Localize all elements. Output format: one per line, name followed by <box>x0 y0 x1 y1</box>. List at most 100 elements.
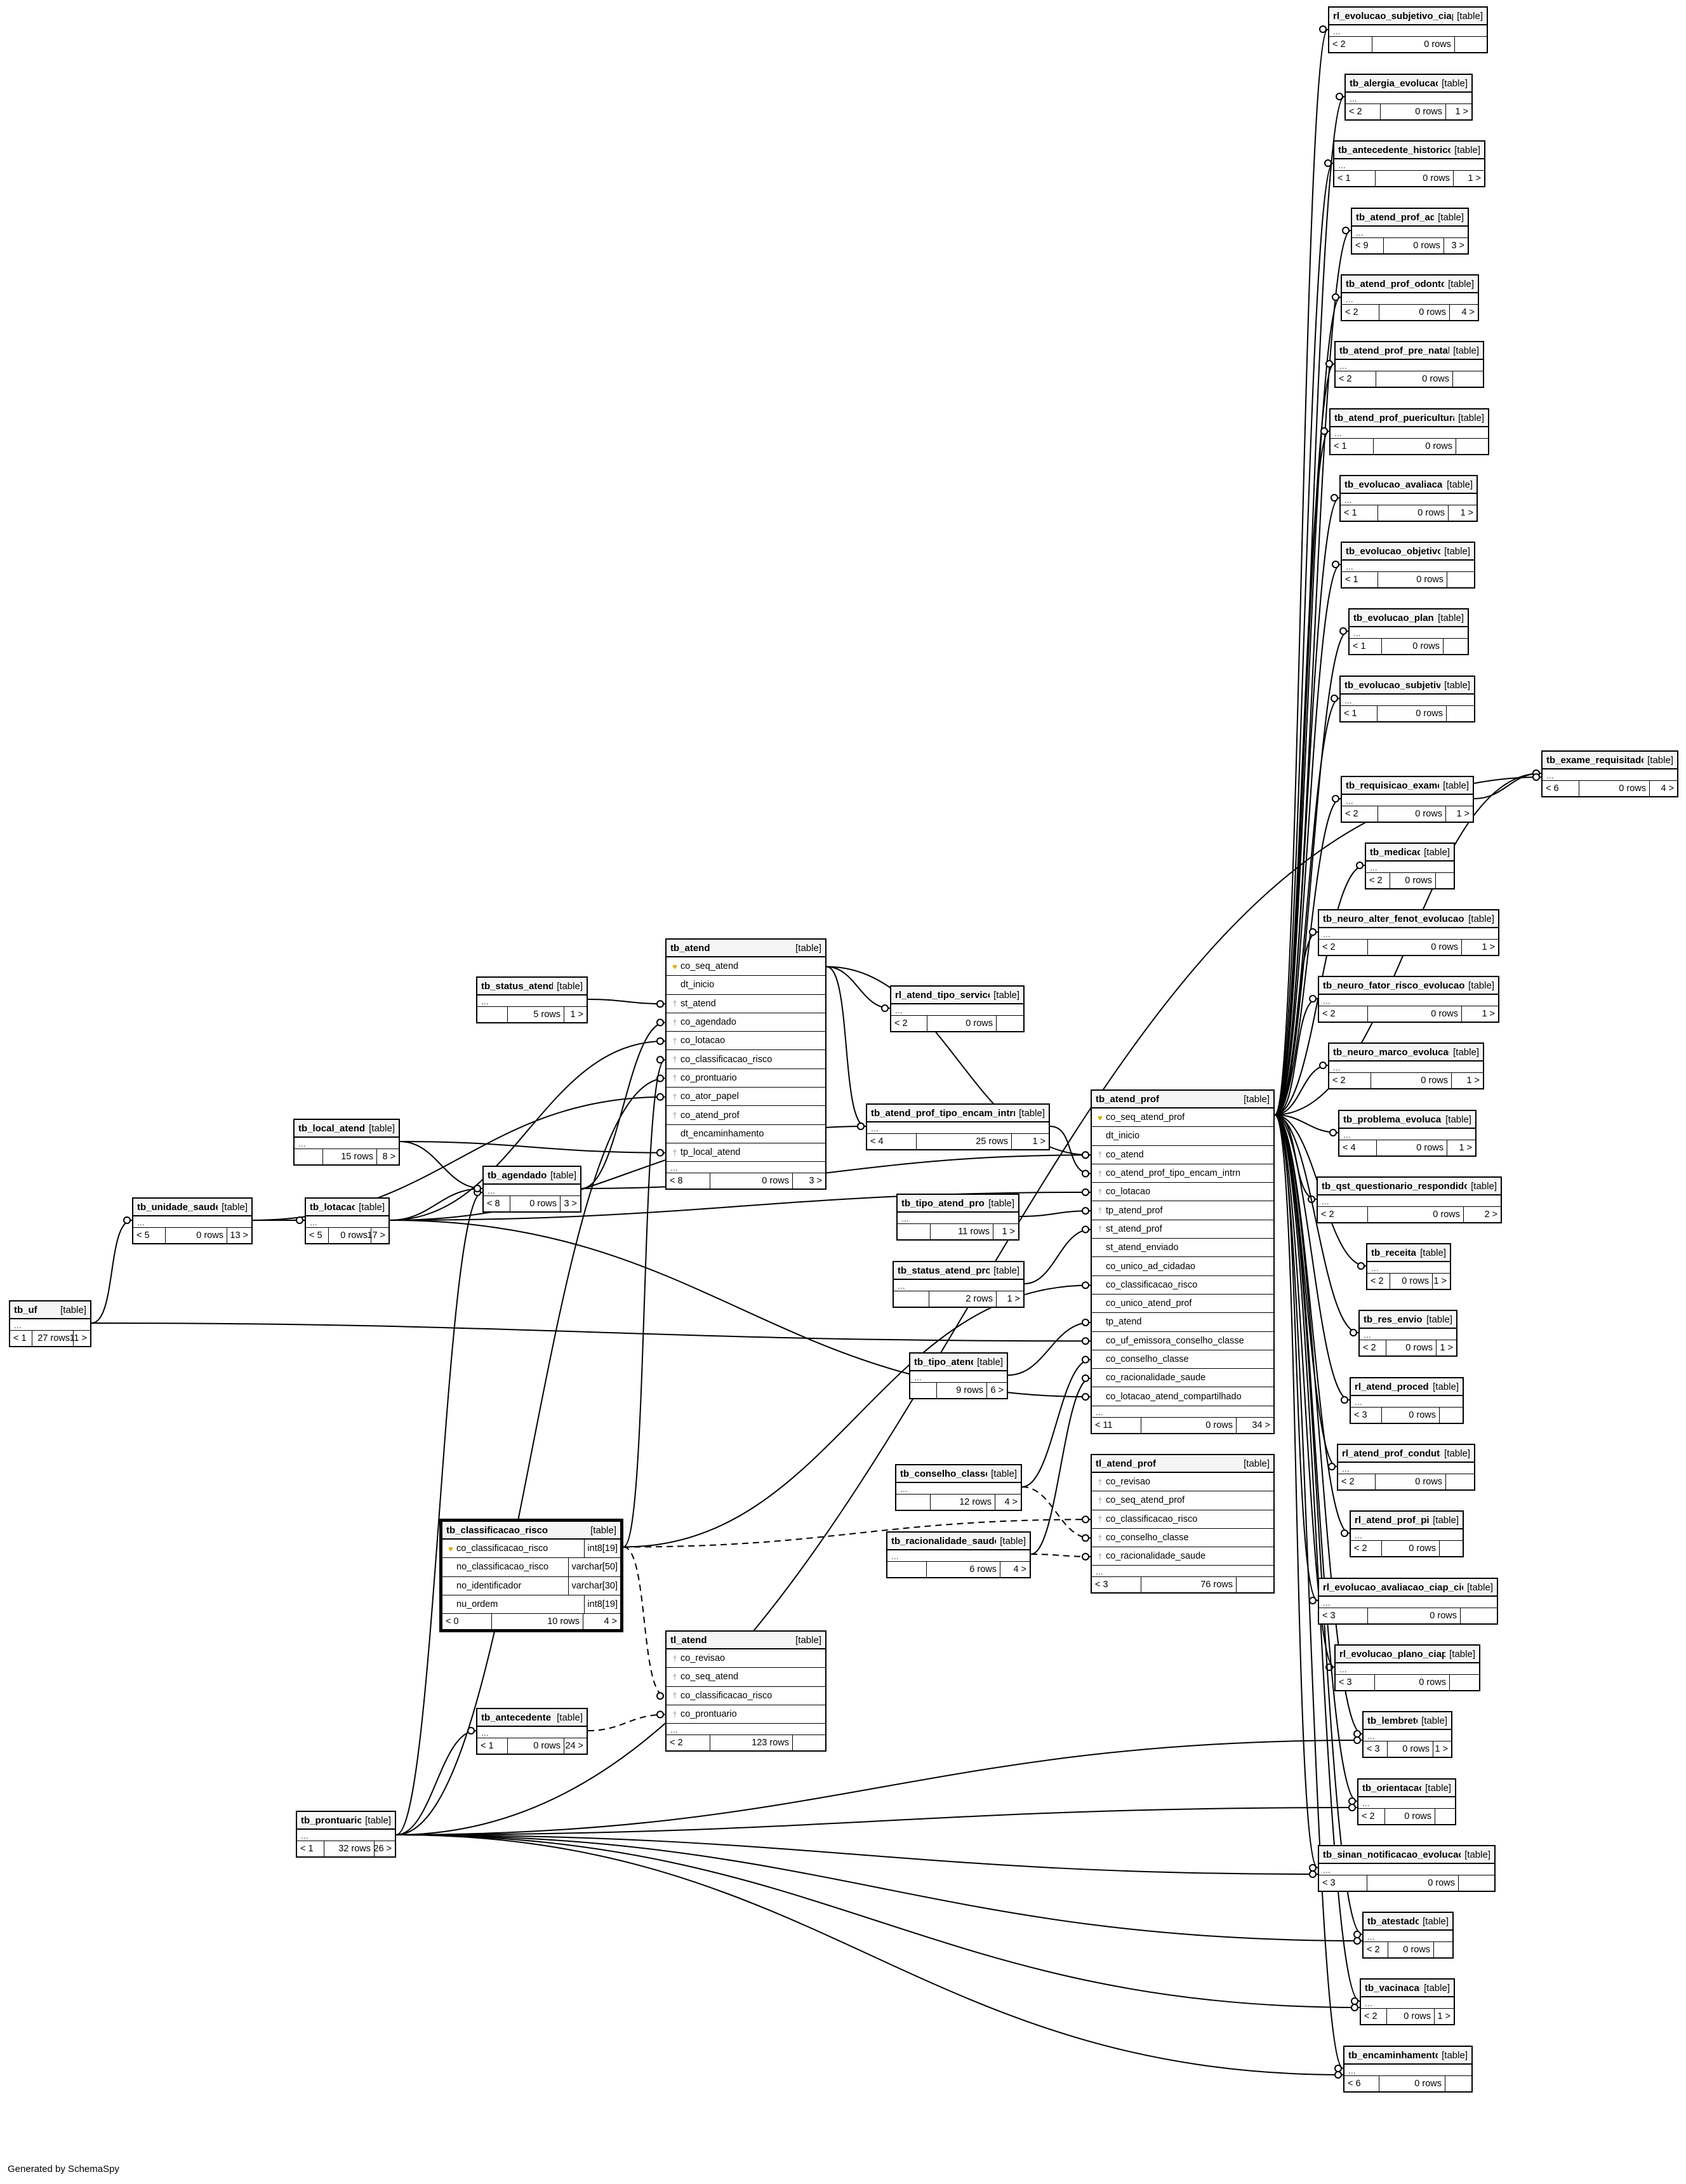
column-row[interactable]: co_conselho_classe <box>1092 1350 1273 1369</box>
children-count[interactable] <box>1461 1608 1497 1623</box>
parents-count[interactable]: < 2 <box>1318 1207 1368 1222</box>
parents-count[interactable]: < 2 <box>891 1016 927 1031</box>
column-row[interactable]: co_lotacao_atend_compartilhado <box>1092 1387 1273 1406</box>
children-count[interactable] <box>1434 1942 1452 1957</box>
table-name[interactable]: rl_atend_prof_conduta <box>1342 1448 1441 1459</box>
table-header[interactable]: tb_problema_evolucao[table] <box>1339 1111 1475 1129</box>
table-name[interactable]: tb_tipo_atend <box>914 1356 974 1368</box>
column-row[interactable]: †co_atend_prof <box>667 1106 825 1125</box>
column-row[interactable]: †co_seq_atend <box>667 1668 825 1687</box>
children-count[interactable]: 4 > <box>1661 783 1674 794</box>
column-row[interactable]: co_classificacao_risco <box>1092 1276 1273 1295</box>
table-name[interactable]: tb_atend_prof_pre_natal <box>1339 345 1450 356</box>
table-header[interactable]: tb_atend_prof_pre_natal[table] <box>1336 342 1483 360</box>
children-count[interactable] <box>1436 873 1454 888</box>
column-row[interactable]: †co_lotacao <box>1092 1183 1273 1202</box>
children-count[interactable]: 3 > <box>564 1199 577 1209</box>
table-name[interactable]: tb_racionalidade_saude <box>891 1535 997 1547</box>
table-header[interactable]: rl_atend_prof_pic[table] <box>1351 1512 1463 1529</box>
column-row[interactable]: †co_seq_atend_prof <box>1092 1491 1273 1510</box>
table-name[interactable]: tb_conselho_classe <box>900 1468 988 1479</box>
children-count[interactable]: 8 > <box>382 1152 395 1162</box>
table-header[interactable]: tb_unidade_saude[table] <box>133 1199 251 1216</box>
children-count[interactable] <box>1447 706 1474 721</box>
parents-count[interactable]: < 1 <box>10 1331 32 1346</box>
table-name[interactable]: tl_atend <box>670 1634 707 1646</box>
table-name[interactable]: rl_evolucao_avaliacao_ciap_cid <box>1323 1581 1464 1593</box>
parents-count[interactable]: < 5 <box>133 1228 166 1243</box>
parents-count[interactable]: < 2 <box>1329 1073 1371 1088</box>
table-header[interactable]: tb_alergia_evolucao[table] <box>1346 75 1471 93</box>
column-row[interactable]: †co_classificacao_risco <box>667 1050 825 1069</box>
parents-count[interactable]: < 2 <box>1367 1274 1390 1289</box>
table-header[interactable]: tb_neuro_alter_fenot_evolucao[table] <box>1319 910 1498 928</box>
parents-count[interactable]: < 2 <box>1342 806 1378 822</box>
table-header[interactable]: tb_antecedente_historico[table] <box>1334 142 1484 159</box>
table-header[interactable]: tb_exame_requisitado[table] <box>1543 752 1677 769</box>
table-tb-neuro-fator-risco-evolucao[interactable]: tb_neuro_fator_risco_evolucao[table]...<… <box>1318 976 1499 1023</box>
parents-count[interactable]: < 2 <box>1319 940 1368 955</box>
parents-count[interactable]: < 2 <box>1361 2009 1387 2024</box>
column-row[interactable]: †tp_local_atend <box>667 1143 825 1162</box>
children-count[interactable] <box>1237 1577 1273 1592</box>
children-count[interactable]: 6 > <box>990 1385 1004 1395</box>
table-name[interactable]: tb_lotacao <box>310 1201 355 1213</box>
parents-count[interactable]: < 4 <box>867 1134 917 1149</box>
table-header[interactable]: tl_atend_prof[table] <box>1092 1455 1273 1473</box>
parents-count[interactable]: < 9 <box>1352 238 1384 253</box>
children-count[interactable]: 17 > <box>367 1230 385 1241</box>
table-name[interactable]: tb_problema_evolucao <box>1343 1114 1442 1125</box>
children-count[interactable]: 1 > <box>1466 1075 1480 1086</box>
table-name[interactable]: tb_orientacao <box>1362 1782 1422 1794</box>
children-count[interactable]: 2 > <box>1484 1209 1497 1220</box>
table-name[interactable]: rl_evolucao_subjetivo_ciap <box>1333 10 1454 22</box>
parents-count[interactable]: < 3 <box>1364 1741 1388 1757</box>
table-name[interactable]: tb_tipo_atend_prof <box>901 1197 985 1209</box>
parents-count[interactable] <box>887 1562 927 1577</box>
table-header[interactable]: tb_medicao[table] <box>1366 844 1454 862</box>
table-name[interactable]: tb_atend <box>670 942 710 954</box>
table-header[interactable]: tb_neuro_fator_risco_evolucao[table] <box>1319 977 1498 995</box>
children-count[interactable] <box>1444 639 1468 654</box>
table-name[interactable]: tb_neuro_marco_evolucao <box>1333 1046 1450 1058</box>
column-row[interactable]: †st_atend <box>667 995 825 1013</box>
table-name[interactable]: tb_receita <box>1371 1247 1416 1258</box>
parents-count[interactable]: < 2 <box>1351 1541 1382 1556</box>
parents-count[interactable]: < 6 <box>1543 781 1579 796</box>
table-header[interactable]: tb_atend_prof_odonto[table] <box>1342 276 1478 293</box>
column-row[interactable]: †co_racionalidade_saude <box>1092 1547 1273 1566</box>
table-name[interactable]: tb_atend_prof_puericultura <box>1334 412 1455 423</box>
parents-count[interactable]: < 2 <box>1360 1340 1386 1355</box>
table-name[interactable]: tb_uf <box>14 1304 37 1315</box>
table-header[interactable]: tb_lotacao[table] <box>306 1199 388 1216</box>
column-row[interactable]: co_racionalidade_saude <box>1092 1369 1273 1388</box>
parents-count[interactable]: < 0 <box>442 1614 492 1630</box>
parents-count[interactable] <box>295 1149 323 1164</box>
parents-count[interactable]: < 8 <box>484 1196 510 1211</box>
table-header[interactable]: tb_vacinacao[table] <box>1361 1980 1454 1997</box>
children-count[interactable]: 1 > <box>1440 1343 1453 1353</box>
parents-count[interactable]: < 2 <box>667 1735 710 1751</box>
parents-count[interactable]: < 2 <box>1338 1474 1376 1489</box>
table-header[interactable]: tb_atend_prof[table] <box>1092 1091 1273 1109</box>
table-header[interactable]: tb_uf[table] <box>10 1302 90 1319</box>
table-header[interactable]: tb_classificacao_risco[table] <box>442 1522 620 1540</box>
parents-count[interactable]: < 3 <box>1351 1408 1382 1423</box>
table-name[interactable]: rl_atend_proced <box>1355 1381 1429 1392</box>
